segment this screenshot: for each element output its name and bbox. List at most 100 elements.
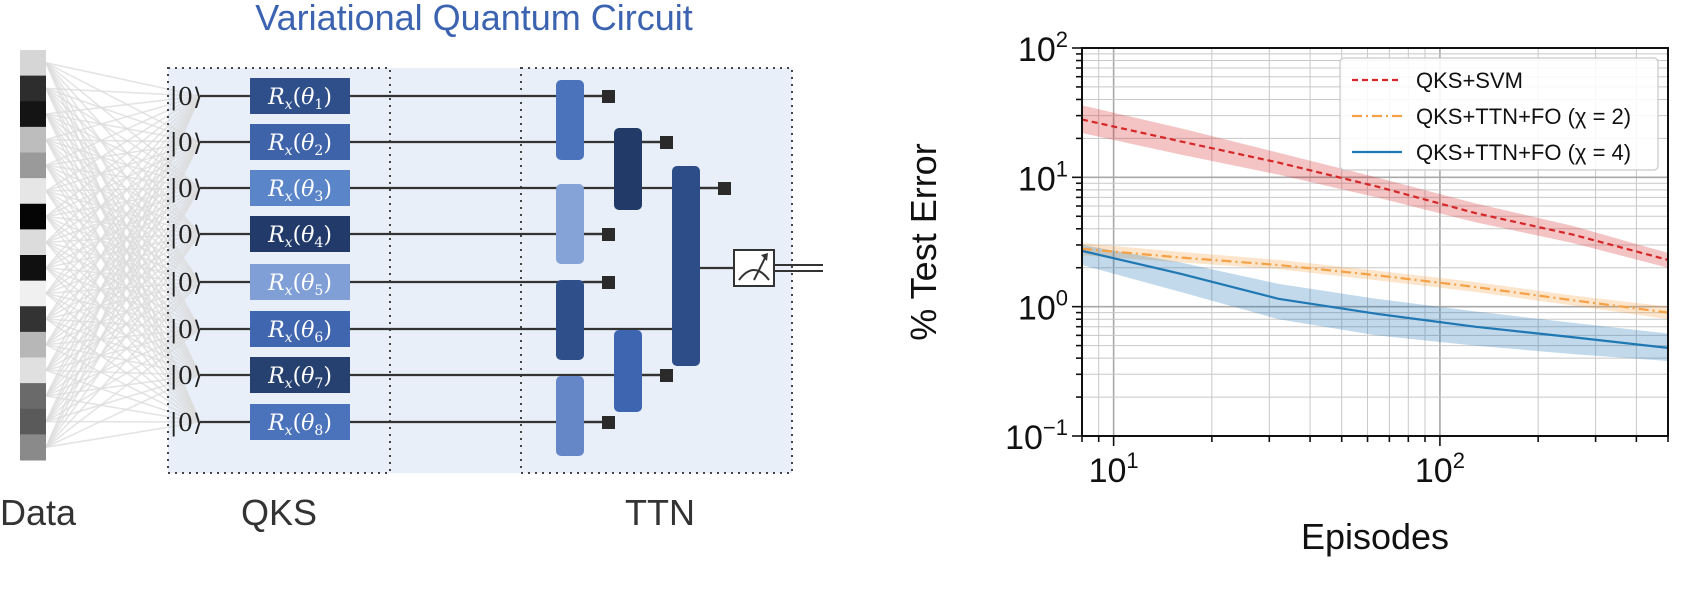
encoding-connection bbox=[45, 141, 201, 448]
data-cell bbox=[20, 408, 46, 435]
ttn-box bbox=[520, 67, 793, 474]
encoding-connection bbox=[45, 62, 201, 283]
trace-out-marker bbox=[602, 416, 615, 429]
encoding-connection bbox=[45, 187, 201, 448]
encoding-connection bbox=[45, 318, 201, 376]
ttn-node bbox=[614, 330, 642, 412]
encoding-connection bbox=[45, 328, 201, 397]
encoding-connection bbox=[45, 241, 201, 423]
encoding-connection bbox=[45, 95, 201, 218]
encoding-connection bbox=[45, 95, 201, 167]
encoding-connection bbox=[45, 95, 201, 243]
data-cell bbox=[20, 280, 46, 307]
trace-out-marker bbox=[602, 228, 615, 241]
encoding-connection bbox=[45, 164, 201, 283]
series-line-2 bbox=[1081, 249, 1669, 349]
ket-zero-label: |0⟩ bbox=[170, 362, 203, 391]
rx-gate-1 bbox=[250, 78, 350, 114]
plot-frame bbox=[1081, 47, 1669, 437]
encoding-connection bbox=[45, 95, 201, 448]
ket-zero-label: |0⟩ bbox=[170, 221, 203, 250]
series-line-0 bbox=[1081, 118, 1669, 261]
ket-zero-label: |0⟩ bbox=[170, 316, 203, 345]
rx-gate-label-5: Rx(θ5) bbox=[267, 271, 332, 299]
legend-label-2: QKS+TTN+FO (χ = 4) bbox=[1416, 140, 1631, 165]
measurement-needle bbox=[753, 255, 767, 281]
axis-ticks bbox=[1072, 47, 1669, 446]
data-cell bbox=[20, 306, 46, 333]
legend-label-1: QKS+TTN+FO (χ = 2) bbox=[1416, 104, 1631, 129]
encoding-connection bbox=[45, 328, 201, 372]
y-tick-label: 100 bbox=[1018, 286, 1068, 328]
trace-out-marker bbox=[602, 90, 615, 103]
rx-gate-label-8: Rx(θ8) bbox=[267, 411, 332, 439]
encoding-connection bbox=[45, 187, 201, 243]
encoding-connection bbox=[45, 141, 201, 269]
encoding-connection bbox=[45, 369, 201, 376]
ket-zero-label: |0⟩ bbox=[170, 129, 203, 158]
encoding-connection bbox=[45, 395, 201, 423]
encoding-connection bbox=[45, 141, 201, 371]
qks-box bbox=[167, 67, 391, 474]
encoding-connection bbox=[45, 95, 201, 115]
encoding-connection bbox=[45, 267, 201, 330]
y-tick-label: 102 bbox=[1018, 27, 1068, 69]
x-tick-label: 101 bbox=[1089, 448, 1139, 490]
encoding-connection bbox=[45, 374, 201, 423]
circuit-title: Variational Quantum Circuit bbox=[255, 0, 693, 38]
data-cell bbox=[20, 50, 46, 77]
encoding-connection bbox=[45, 328, 201, 346]
encoding-connection bbox=[45, 233, 201, 269]
encoding-connection bbox=[45, 281, 201, 423]
ttn-tensor-nodes bbox=[556, 80, 823, 456]
measurement-arrowhead bbox=[761, 253, 768, 261]
data-cell bbox=[20, 383, 46, 410]
rx-gate-label-6: Rx(θ6) bbox=[267, 318, 332, 346]
measurement-arc bbox=[738, 269, 770, 281]
data-cell bbox=[20, 255, 46, 282]
y-axis-label: % Test Error bbox=[903, 143, 944, 340]
rx-gate-6 bbox=[250, 311, 350, 347]
encoding-connection bbox=[45, 267, 201, 376]
data-cell bbox=[20, 126, 46, 153]
encoding-connection bbox=[45, 281, 201, 320]
encoding-connection bbox=[45, 187, 201, 295]
data-label: Data bbox=[0, 492, 77, 533]
rx-gate-label-3: Rx(θ3) bbox=[267, 177, 332, 205]
rx-gate-8 bbox=[250, 404, 350, 440]
encoding-connection bbox=[45, 241, 201, 376]
encoding-connection bbox=[45, 141, 201, 243]
ttn-node bbox=[672, 166, 700, 366]
data-cell bbox=[20, 152, 46, 179]
encoding-connection bbox=[45, 267, 201, 283]
series-lines bbox=[1081, 118, 1669, 349]
encoding-connection bbox=[45, 141, 201, 295]
data-encoding-connections bbox=[45, 62, 201, 448]
ttn-node bbox=[556, 184, 584, 264]
measurement-box bbox=[733, 249, 775, 287]
data-cell bbox=[20, 229, 46, 256]
ttn-node bbox=[556, 80, 584, 160]
encoding-connection bbox=[45, 87, 201, 97]
encoding-connection bbox=[45, 95, 201, 192]
data-input-column bbox=[20, 50, 46, 461]
rx-gate-label-1: Rx(θ1) bbox=[267, 85, 332, 113]
ttn-node bbox=[556, 376, 584, 456]
encoding-connection bbox=[45, 292, 201, 376]
rx-gate-4 bbox=[250, 216, 350, 252]
encoding-connection bbox=[45, 95, 201, 294]
encoding-connection bbox=[45, 95, 201, 141]
trace-out-marker bbox=[660, 136, 673, 149]
encoding-connection bbox=[45, 187, 201, 269]
circuit-diagram: Variational Quantum Circuit |0⟩ |0⟩ |0⟩ |0⟩… bbox=[0, 0, 823, 533]
encoding-connection bbox=[45, 141, 201, 397]
rx-gate-label-2: Rx(θ2) bbox=[267, 131, 332, 159]
encoding-connection bbox=[45, 187, 201, 320]
encoding-connection bbox=[45, 328, 201, 423]
encoding-connection bbox=[45, 292, 201, 423]
encoding-connection bbox=[45, 374, 201, 448]
